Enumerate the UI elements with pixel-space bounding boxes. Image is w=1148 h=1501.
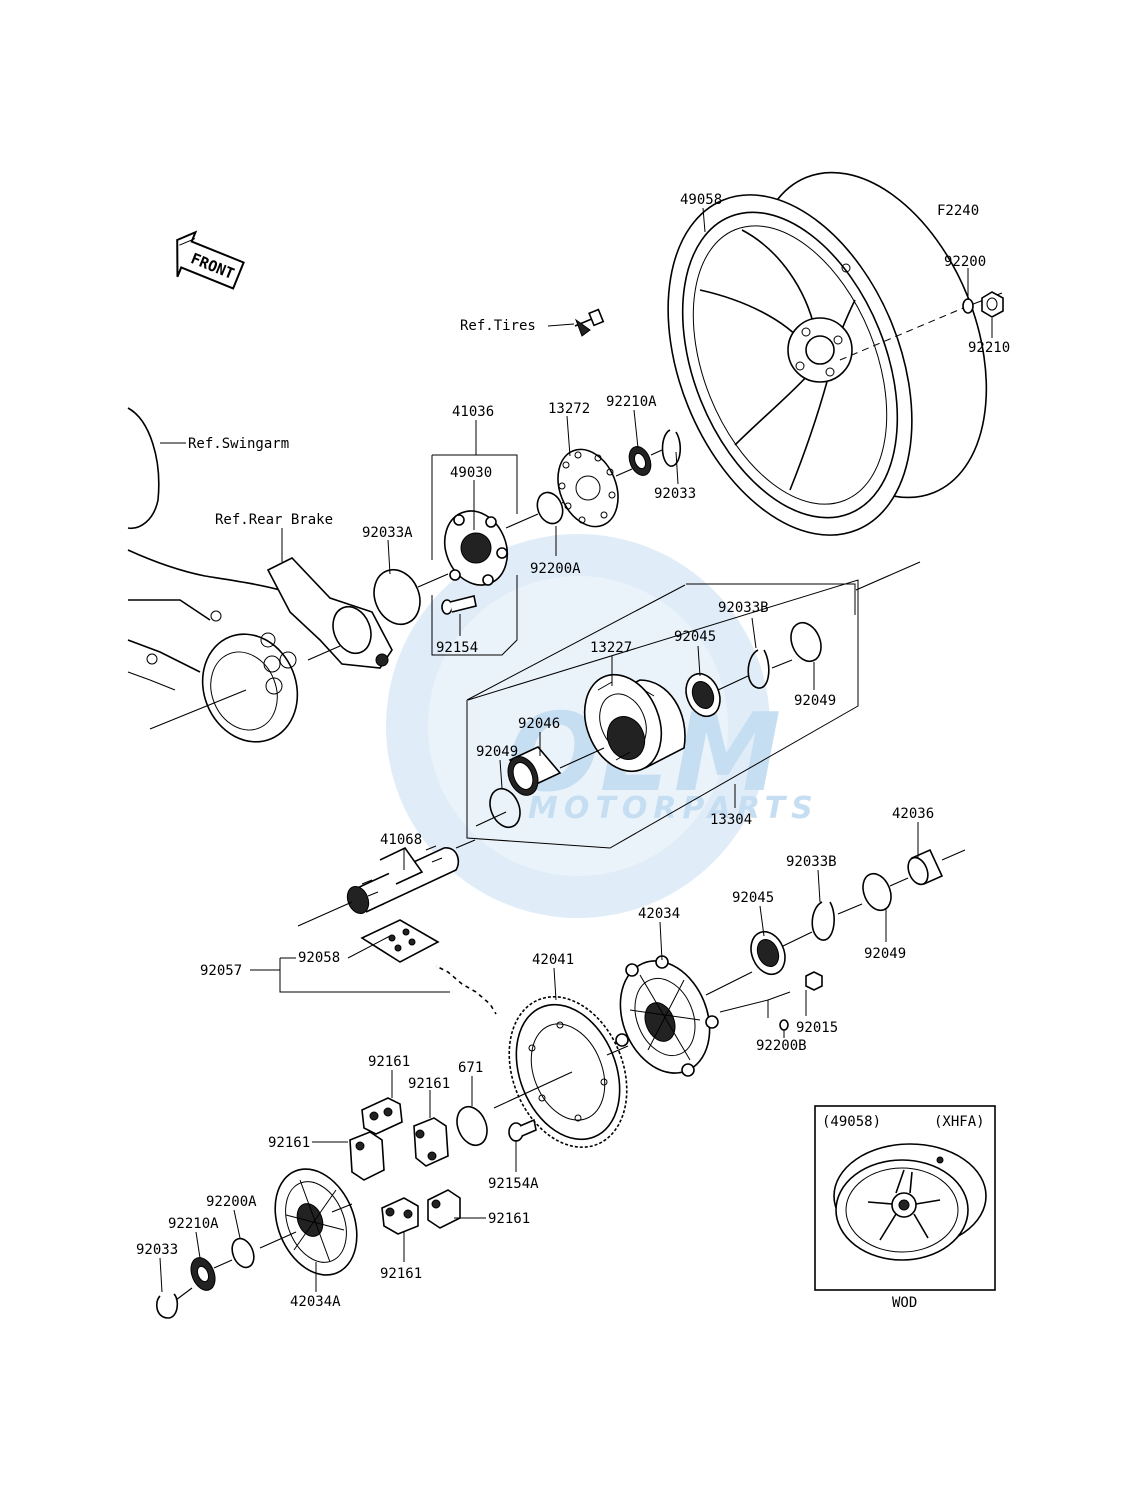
swingarm-outline xyxy=(127,407,299,743)
flange-42034A xyxy=(274,1168,358,1276)
label-92161-a: 92161 xyxy=(368,1054,410,1070)
variant-inset: (49058) (XHFA) WOD xyxy=(814,1105,996,1311)
label-49030: 49030 xyxy=(450,465,492,481)
label-92033-low: 92033 xyxy=(136,1242,178,1258)
damper-92161-d xyxy=(381,1197,419,1235)
inset-part-ref: (49058) xyxy=(822,1114,881,1130)
ref-tires: Ref.Tires xyxy=(460,318,536,334)
label-41036: 41036 xyxy=(452,404,494,420)
circlip-92033-top xyxy=(661,429,682,467)
label-92200A-top: 92200A xyxy=(530,561,581,577)
label-671: 671 xyxy=(458,1060,483,1076)
label-92210A-low: 92210A xyxy=(168,1216,219,1232)
front-arrow-icon: FRONT xyxy=(176,230,245,290)
bearing-92046 xyxy=(507,746,562,796)
coupling-42034 xyxy=(615,955,719,1077)
label-92161-c: 92161 xyxy=(268,1135,310,1151)
label-92049-left: 92049 xyxy=(476,744,518,760)
circlip-92033A xyxy=(373,568,421,626)
label-92200B: 92200B xyxy=(756,1038,807,1054)
rear-wheel xyxy=(667,171,1003,536)
washer-92200A-top xyxy=(536,491,564,525)
label-42034: 42034 xyxy=(638,906,680,922)
label-92046: 92046 xyxy=(518,716,560,732)
bolt-92154A xyxy=(508,1118,537,1142)
label-42034A: 42034A xyxy=(290,1294,341,1310)
watermark-sub: MOTORPARTS xyxy=(528,791,819,826)
label-92033-top: 92033 xyxy=(654,486,696,502)
axle-41068 xyxy=(297,839,476,927)
oring-671 xyxy=(456,1105,488,1147)
label-92033B-low: 92033B xyxy=(786,854,837,870)
inset-variant: (XHFA) xyxy=(934,1114,985,1130)
washer-92200 xyxy=(962,298,974,314)
label-92058: 92058 xyxy=(298,950,340,966)
hub-13227 xyxy=(583,673,686,773)
chain-kit-92057 xyxy=(360,919,497,1015)
leader-lines xyxy=(159,207,993,1293)
ref-swingarm: Ref.Swingarm xyxy=(188,436,289,452)
nut-92210 xyxy=(981,291,1004,318)
label-41068: 41068 xyxy=(380,832,422,848)
bolt-92154 xyxy=(441,595,477,615)
damper-92161-c xyxy=(413,1117,449,1167)
label-92015: 92015 xyxy=(796,1020,838,1036)
brake-bracket xyxy=(260,557,393,669)
sprocket-42041 xyxy=(508,996,628,1148)
washer-92200B xyxy=(779,1019,789,1031)
washer-92200A-low xyxy=(231,1237,255,1269)
nut-92210A-low xyxy=(190,1257,216,1291)
label-13272: 13272 xyxy=(548,401,590,417)
label-92210A-top: 92210A xyxy=(606,394,657,410)
valve-icon xyxy=(574,308,605,337)
collar-42036 xyxy=(907,848,944,886)
label-92049-low: 92049 xyxy=(864,946,906,962)
label-92049-right: 92049 xyxy=(794,693,836,709)
label-92154A: 92154A xyxy=(488,1176,539,1192)
label-92045-top: 92045 xyxy=(674,629,716,645)
figure-code: F2240 xyxy=(937,203,979,219)
label-92045-low: 92045 xyxy=(732,890,774,906)
label-13227: 13227 xyxy=(590,640,632,656)
inset-wheel xyxy=(833,1143,987,1261)
circlip-92033B-top xyxy=(747,649,770,689)
damper-92161-a xyxy=(361,1097,403,1135)
label-92057: 92057 xyxy=(200,963,242,979)
flange-49030 xyxy=(443,510,509,586)
label-92210: 92210 xyxy=(968,340,1010,356)
label-92154: 92154 xyxy=(436,640,478,656)
damper-92161-b xyxy=(349,1131,385,1181)
circlip-92033B-low xyxy=(811,901,835,941)
nut-92015 xyxy=(805,971,823,991)
label-92161-b: 92161 xyxy=(408,1076,450,1092)
label-42036: 42036 xyxy=(892,806,934,822)
plate-13272 xyxy=(557,448,619,528)
seal-92049-left xyxy=(489,787,521,829)
seal-92049-low xyxy=(862,872,892,912)
bearing-92045-top xyxy=(685,672,721,718)
label-92033A: 92033A xyxy=(362,525,413,541)
label-13304: 13304 xyxy=(710,812,752,828)
damper-92161-e xyxy=(427,1189,461,1229)
label-92033B-top: 92033B xyxy=(718,600,769,616)
label-92161-e: 92161 xyxy=(380,1266,422,1282)
label-92200: 92200 xyxy=(944,254,986,270)
ref-rear-brake: Ref.Rear Brake xyxy=(215,512,333,528)
label-92161-d: 92161 xyxy=(488,1211,530,1227)
part-labels: 49058 92200 92210 Ref.Tires Ref.Swingarm… xyxy=(136,192,1010,1310)
seal-92049-right xyxy=(790,621,822,663)
inset-caption: WOD xyxy=(892,1295,917,1311)
label-49058: 49058 xyxy=(680,192,722,208)
circlip-92033-low xyxy=(155,1293,179,1319)
nut-92210A-top xyxy=(628,446,652,476)
label-92200A-low: 92200A xyxy=(206,1194,257,1210)
label-42041: 42041 xyxy=(532,952,574,968)
bearing-92045-low xyxy=(750,930,786,976)
